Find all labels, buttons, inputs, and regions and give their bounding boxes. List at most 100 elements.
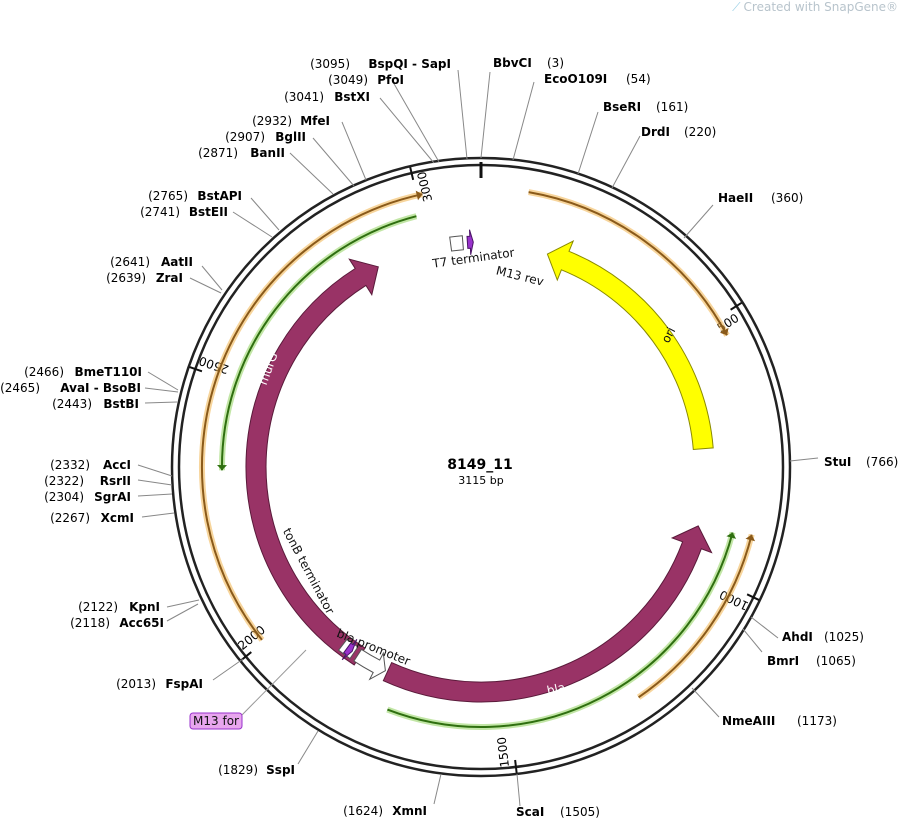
enzyme-name[interactable]: FspAI — [165, 677, 203, 691]
enzyme-name[interactable]: BstXI — [334, 90, 370, 104]
enzyme-name[interactable]: PfoI — [377, 73, 404, 87]
enzyme-pos: (2267) — [50, 511, 90, 525]
green-arc-1 — [217, 213, 418, 471]
enzyme-pos: (2932) — [252, 114, 292, 128]
enzyme-name[interactable]: RsrII — [100, 474, 131, 488]
enzyme-name[interactable]: BanII — [250, 146, 285, 160]
enzyme-name[interactable]: MfeI — [300, 114, 330, 128]
plasmid-name: 8149_11 — [447, 457, 512, 473]
enzyme-pos: (1829) — [218, 763, 258, 777]
watermark-text: Created with SnapGene® — [743, 0, 898, 14]
enzyme-name[interactable]: DrdI — [641, 125, 670, 139]
enzyme-name[interactable]: ZraI — [156, 271, 183, 285]
enzyme-name[interactable]: XcmI — [101, 511, 134, 525]
bla-label: bla — [546, 680, 567, 698]
enzyme-pos: (2013) — [116, 677, 156, 691]
enzyme-pos: (3041) — [284, 90, 324, 104]
enzyme-name[interactable]: XmnI — [392, 804, 427, 818]
enzyme-name[interactable]: AhdI — [782, 630, 813, 644]
enzyme-pos: (220) — [684, 125, 716, 139]
enzyme-labels-right: BbvCI (3) EcoO109I (54) BseRI (161) DrdI… — [493, 56, 898, 819]
M13-for-label: M13 for — [193, 714, 239, 728]
orange-arc-0-line — [528, 191, 728, 336]
enzyme-labels-left: (1624) XmnI (1829) SspI (2013) FspAI (21… — [0, 57, 451, 818]
scale-tick-500 — [730, 301, 743, 311]
orange-arc-1 — [636, 533, 756, 700]
m13-for-label-box[interactable] — [189, 712, 243, 730]
enzyme-pos: (3095) — [310, 57, 350, 71]
enzyme-pos: (2639) — [106, 271, 146, 285]
enzyme-pos: (2443) — [52, 397, 92, 411]
enzyme-pos: (3049) — [328, 73, 368, 87]
enzyme-pos: (2465) — [0, 381, 40, 395]
enzyme-name[interactable]: HaeII — [718, 191, 753, 205]
green-arc-0-line — [387, 532, 734, 729]
M13-for-primer[interactable] — [341, 639, 358, 661]
enzyme-leaders — [137, 69, 819, 807]
m13-for-leader — [239, 649, 307, 718]
scale-tick-label: 1500 — [495, 736, 512, 768]
orange-arc-0 — [528, 189, 730, 337]
enzyme-pos: (2765) — [148, 189, 188, 203]
enzyme-pos: (3) — [547, 56, 564, 70]
enzyme-pos: (2641) — [110, 255, 150, 269]
enzyme-name[interactable]: NmeAIII — [722, 714, 775, 728]
enzyme-pos: (360) — [771, 191, 803, 205]
enzyme-name[interactable]: Acc65I — [119, 616, 164, 630]
enzyme-pos: (2741) — [140, 205, 180, 219]
enzyme-name[interactable]: BstAPI — [197, 189, 242, 203]
enzyme-name[interactable]: BstEII — [189, 205, 228, 219]
enzyme-name[interactable]: EcoO109I — [544, 72, 607, 86]
M13-rev-label: M13 rev — [495, 263, 546, 288]
green-arc-1-line — [220, 215, 417, 471]
enzyme-name[interactable]: BmeT110I — [75, 365, 143, 379]
enzyme-pos: (2332) — [50, 458, 90, 472]
enzyme-name[interactable]: AatII — [161, 255, 193, 269]
enzyme-name[interactable]: AvaI - BsoBI — [60, 381, 141, 395]
green-arc-0-arrowhead — [726, 532, 737, 539]
enzyme-name[interactable]: BglII — [275, 130, 306, 144]
bla-promoter-feature[interactable] — [353, 648, 386, 681]
enzyme-name[interactable]: BstBI — [103, 397, 139, 411]
enzyme-pos: (54) — [626, 72, 651, 86]
bla-feature[interactable] — [382, 525, 713, 703]
enzyme-name[interactable]: BseRI — [603, 100, 641, 114]
enzyme-pos: (2871) — [198, 146, 238, 160]
enzyme-pos: (2907) — [225, 130, 265, 144]
snapgene-watermark: ⟋Created with SnapGene® — [732, 0, 898, 15]
scale-tick-1000 — [746, 593, 760, 601]
enzyme-name[interactable]: SgrAI — [94, 490, 131, 504]
scale-tick-3000 — [409, 167, 415, 181]
orange-arc-2-arrowhead — [415, 190, 423, 201]
enzyme-pos: (1173) — [797, 714, 837, 728]
enzyme-name[interactable]: AccI — [103, 458, 131, 472]
snapgene-logo-icon: ⟋ — [732, 0, 741, 14]
enzyme-pos: (766) — [866, 455, 898, 469]
green-arc-0 — [386, 531, 737, 731]
orange-arc-0-arrowhead — [719, 327, 729, 336]
enzyme-name[interactable]: KpnI — [129, 600, 160, 614]
features — [245, 229, 714, 703]
enzyme-pos: (1505) — [560, 805, 600, 819]
enzyme-name[interactable]: BspQI - SapI — [368, 57, 451, 71]
enzyme-name[interactable]: BmrI — [767, 654, 799, 668]
orange-arc-1-arrowhead — [745, 534, 756, 542]
enzyme-pos: (2122) — [78, 600, 118, 614]
enzyme-name[interactable]: StuI — [824, 455, 851, 469]
enzyme-pos: (2322) — [44, 474, 84, 488]
green-arc-1-arrowhead — [217, 465, 227, 471]
scale-tick-2500 — [189, 366, 203, 373]
enzyme-name[interactable]: BbvCI — [493, 56, 532, 70]
ori-feature[interactable] — [546, 240, 714, 451]
enzyme-pos: (2118) — [70, 616, 110, 630]
T7-terminator-feature[interactable] — [449, 235, 464, 252]
scale-tick-1500 — [514, 759, 518, 774]
orange-arc-1-line — [638, 534, 753, 699]
murG-feature[interactable] — [245, 258, 379, 666]
enzyme-name[interactable]: SspI — [266, 763, 295, 777]
enzyme-pos: (161) — [656, 100, 688, 114]
enzyme-name[interactable]: ScaI — [516, 805, 544, 819]
M13-rev-primer[interactable] — [466, 229, 474, 255]
orange-arc-2 — [199, 190, 424, 642]
